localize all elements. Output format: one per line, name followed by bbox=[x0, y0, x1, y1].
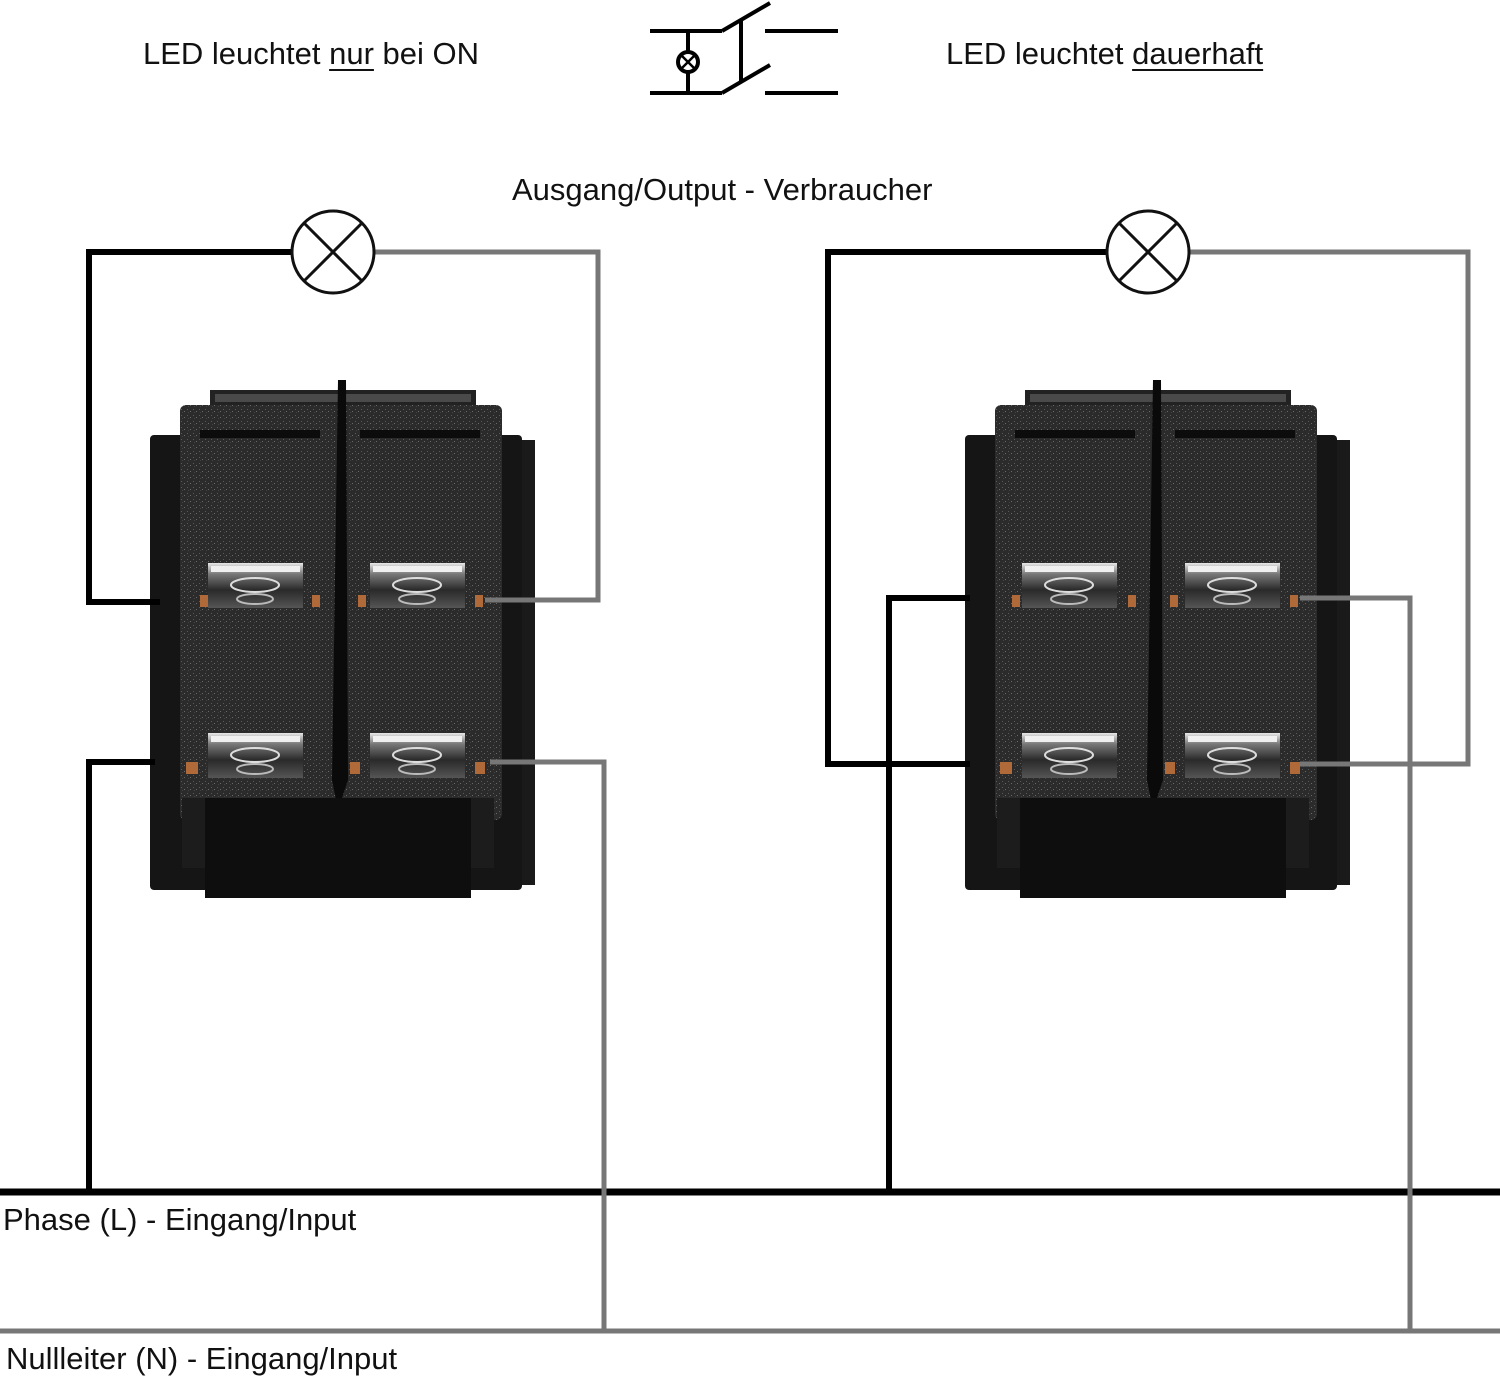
wire-left-neutral-in bbox=[490, 759, 607, 1331]
wire-right-neutral-top bbox=[1300, 595, 1413, 1331]
caption-prefix: LED leuchtet bbox=[946, 36, 1133, 71]
terminal-top-left bbox=[207, 562, 304, 609]
terminal-top-left bbox=[1021, 562, 1118, 609]
circuit-led-permanent bbox=[825, 209, 1471, 1331]
dpst-switch-symbol-icon bbox=[650, 1, 838, 95]
wire-left-phase-in bbox=[86, 759, 155, 1192]
lamp-icon bbox=[290, 209, 376, 295]
terminal-bottom-right bbox=[1184, 732, 1281, 779]
phase-label: Phase (L) - Eingang/Input bbox=[3, 1202, 357, 1237]
caption-emphasis: dauerhaft bbox=[1132, 36, 1264, 71]
caption-emphasis: nur bbox=[329, 36, 374, 71]
wire-left-lamp-to-top-terminal bbox=[86, 249, 292, 605]
terminal-bottom-left bbox=[1021, 732, 1118, 779]
lamp-icon bbox=[1105, 209, 1191, 295]
wire-right-lamp-to-bottom-right-terminal bbox=[1189, 249, 1471, 767]
terminal-bottom-right bbox=[369, 732, 466, 779]
caption-led-permanent: LED leuchtet dauerhaft bbox=[946, 38, 1263, 69]
neutral-label: Nullleiter (N) - Eingang/Input bbox=[6, 1341, 398, 1376]
rocker-switch-left bbox=[150, 380, 535, 898]
output-label: Ausgang/Output - Verbraucher bbox=[512, 172, 933, 207]
wire-right-phase-top bbox=[886, 595, 970, 1192]
wire-right-lamp-to-bottom-terminal bbox=[825, 249, 1107, 767]
rocker-switch-right bbox=[965, 380, 1350, 898]
terminal-top-right bbox=[369, 562, 466, 609]
caption-led-only-on: LED leuchtet nur bei ON bbox=[143, 38, 479, 69]
caption-prefix: LED leuchtet bbox=[143, 36, 330, 71]
terminal-top-right bbox=[1184, 562, 1281, 609]
wire-left-lamp-to-right-terminal bbox=[373, 249, 601, 603]
caption-suffix: bei ON bbox=[373, 36, 480, 71]
terminal-bottom-left bbox=[207, 732, 304, 779]
circuit-led-only-on bbox=[86, 209, 607, 1331]
